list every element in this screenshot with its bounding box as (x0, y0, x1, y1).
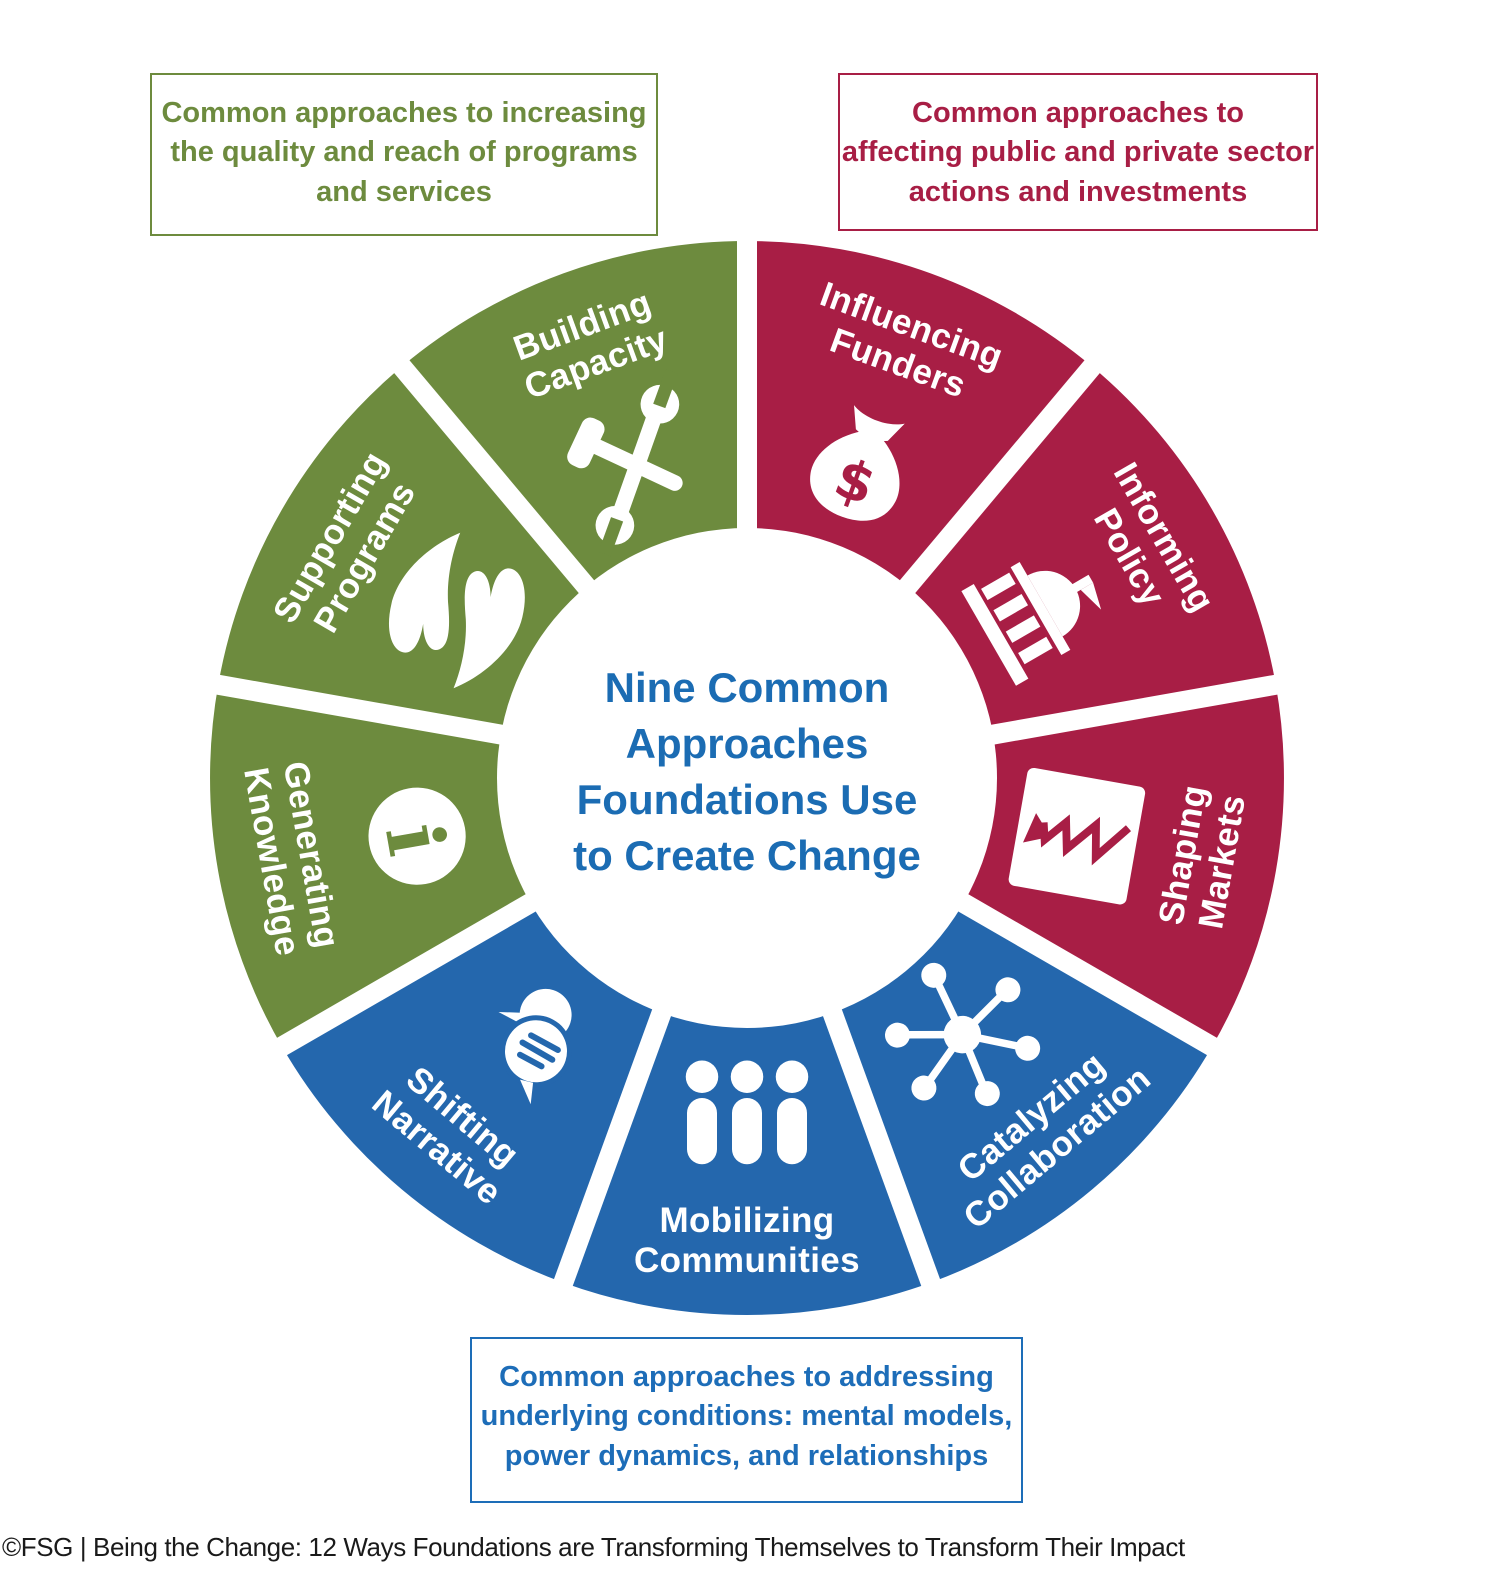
callout-text-line: power dynamics, and relationships (504, 1439, 989, 1472)
market-chart-icon (1008, 767, 1146, 905)
segment-divider (977, 673, 1288, 747)
callout-text-line: and services (316, 175, 492, 208)
callout-underlying-conditions: Common approaches to addressing underlyi… (470, 1337, 1023, 1503)
center-title-line: Nine Common (604, 664, 890, 711)
hands-icon (388, 532, 525, 689)
tools-icon (567, 369, 683, 557)
callout-text-line: the quality and reach of programs (170, 136, 638, 169)
segment-divider (206, 673, 517, 747)
segment-divider (946, 887, 1226, 1061)
segment-divider (268, 887, 548, 1061)
callout-text-line: Common approaches to (912, 97, 1244, 129)
callout-text-line: actions and investments (908, 175, 1248, 208)
callout-programs-quality: Common approaches to increasing the qual… (150, 73, 658, 236)
segment-divider (550, 996, 676, 1296)
network-icon (884, 962, 1041, 1107)
segment-building-capacity (401, 241, 747, 591)
callout-text-line: Common approaches to increasing (161, 97, 647, 129)
callout-text-line: affecting public and private sector (841, 136, 1315, 169)
callout-sector-actions: Common approaches to affecting public an… (838, 73, 1318, 231)
center-title-line: Approaches (625, 719, 869, 767)
money-bag-icon: $ (810, 405, 905, 521)
segment-divider (891, 352, 1107, 604)
wheel-inner-circle (497, 528, 997, 1028)
footer-credit: ©FSG | Being the Change: 12 Ways Foundat… (2, 1532, 1185, 1562)
callout-text-line: underlying conditions: mental models, (480, 1400, 1013, 1433)
info-icon: i (367, 787, 466, 885)
segment-divider (818, 996, 944, 1296)
speech-bubbles-icon (498, 988, 572, 1105)
callout-text-line: Common approaches to addressing (499, 1361, 994, 1393)
segment-divider (387, 352, 603, 604)
wheel-center-title: Nine Common Approaches Foundations Use t… (527, 660, 967, 883)
center-title-line: Foundations Use (576, 775, 918, 823)
center-title-line: to Create Change (573, 831, 921, 879)
segment-generating-knowledge (210, 684, 535, 1047)
people-icon (685, 1060, 809, 1165)
capitol-icon (961, 562, 1102, 686)
